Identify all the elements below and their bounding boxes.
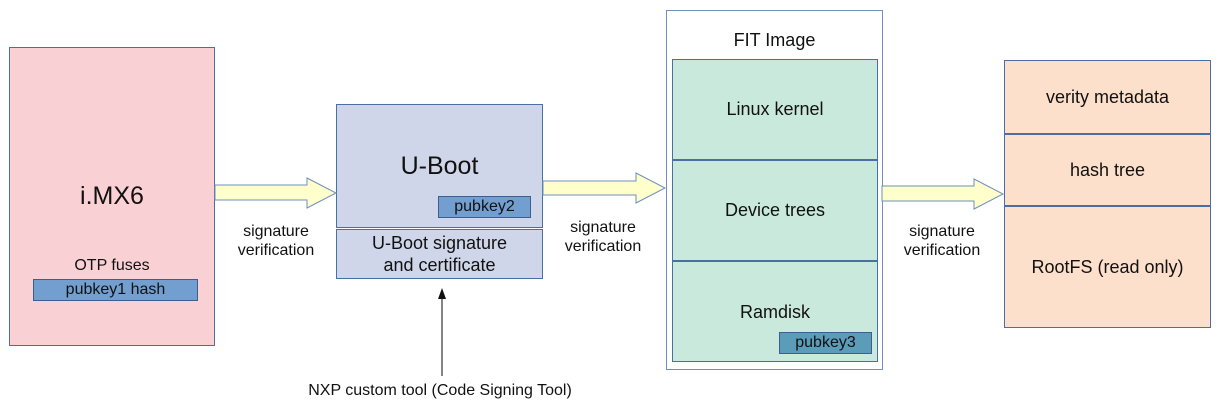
arrow-label-line1: signature (570, 219, 636, 236)
block-arrow-icon (881, 178, 1005, 210)
arrow-label-3: signature verification (884, 222, 1000, 260)
pubkey2-key: pubkey2 (438, 196, 531, 218)
pubkey2-label: pubkey2 (454, 198, 515, 215)
pubkey1-hash-label: pubkey1 hash (65, 281, 166, 298)
fit-section-label: Linux kernel (726, 99, 824, 119)
arrow-label-line2: verification (237, 242, 315, 259)
rootfs-section-label: hash tree (1069, 159, 1146, 180)
rootfs-section-rootfs: RootFS (read only) (1004, 206, 1211, 328)
arrow-label-line2: verification (564, 238, 642, 255)
block-arrow-icon (214, 177, 338, 209)
rootfs-section-verity-metadata: verity metadata (1004, 60, 1211, 134)
otp-fuses-label: OTP fuses (74, 257, 150, 274)
fit-section-device-trees: Device trees (672, 160, 878, 261)
uboot-title: U-Boot (400, 151, 479, 180)
imx6-title: i.MX6 (80, 181, 144, 210)
arrow-label-1: signature verification (218, 222, 334, 260)
imx6-block: i.MX6 OTP fuses (9, 47, 215, 346)
pubkey1-hash-key: pubkey1 hash (33, 279, 198, 301)
rootfs-section-label: verity metadata (1045, 86, 1170, 107)
fit-section-label: Device trees (724, 200, 826, 220)
pubkey3-key: pubkey3 (779, 332, 872, 354)
arrow-label-line1: signature (243, 223, 309, 240)
code-signing-tool-label: NXP custom tool (Code Signing Tool) (308, 382, 572, 399)
fit-section-linux-kernel: Linux kernel (672, 59, 878, 160)
uboot-signature-block: U-Boot signature and certificate (336, 229, 543, 279)
uboot-signature-line1: U-Boot signature (371, 233, 508, 253)
rootfs-section-hash-tree: hash tree (1004, 134, 1211, 206)
rootfs-section-label: RootFS (read only) (1031, 256, 1184, 277)
uboot-signature-line2: and certificate (383, 255, 496, 275)
pubkey3-label: pubkey3 (795, 334, 856, 351)
fit-section-label: Ramdisk (739, 301, 810, 322)
block-arrow-icon (542, 172, 667, 204)
arrow-label-line2: verification (903, 242, 981, 259)
arrow-label-line1: signature (909, 223, 975, 240)
arrow-label-2: signature verification (545, 218, 661, 256)
fit-image-title: FIT Image (733, 29, 816, 50)
arrow-head-up-icon (438, 288, 446, 299)
